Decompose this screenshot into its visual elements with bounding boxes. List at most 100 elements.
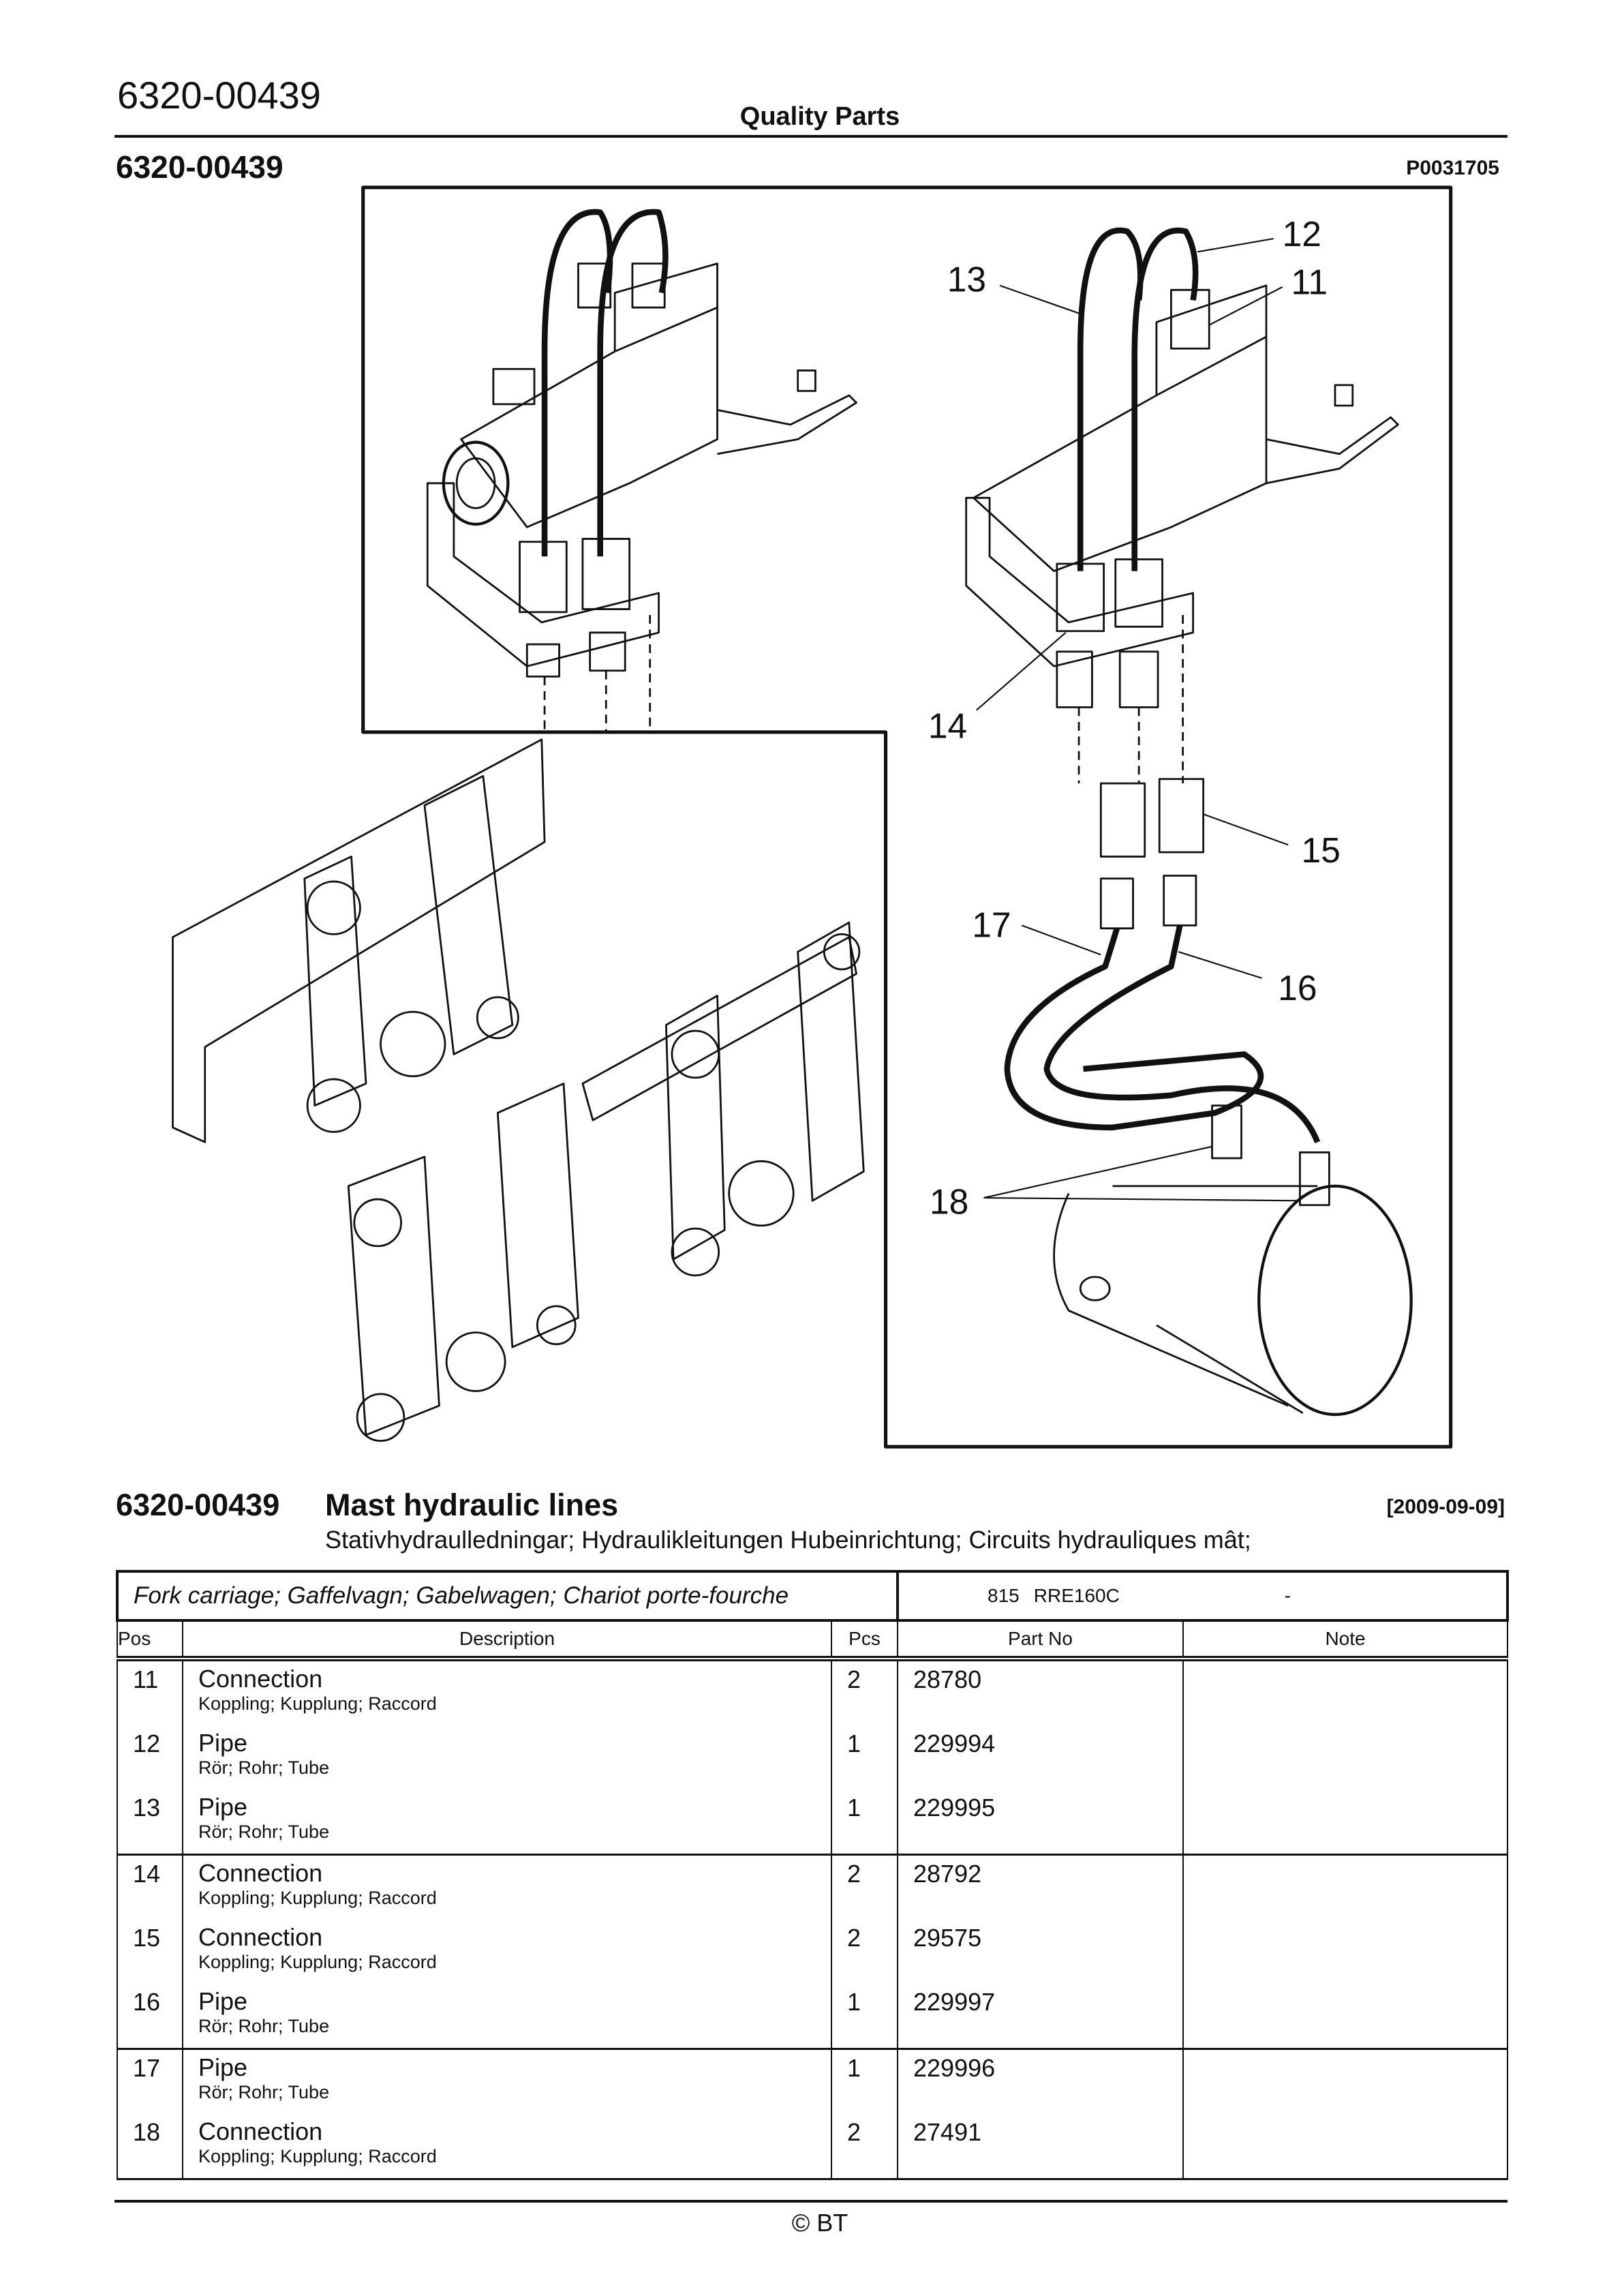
description-main: Pipe [198, 1987, 248, 2015]
model-cell: 815 RRE160C - [896, 1570, 1510, 1622]
cell-pcs: 2 [830, 1920, 899, 1984]
callout-14: 14 [928, 706, 967, 746]
valve-assembly-inset [426, 209, 857, 732]
cell-pcs: 1 [830, 1984, 899, 2050]
cell-pcs: 1 [830, 2049, 899, 2114]
callout-12: 12 [1283, 214, 1321, 254]
description-main: Pipe [198, 2053, 248, 2081]
fork-carriage-views [172, 738, 865, 1442]
model-name: RRE160C [1033, 1585, 1120, 1606]
cell-pos: 16 [117, 1984, 183, 2050]
callout-18: 18 [930, 1182, 968, 1222]
assembly-date: [2009-09-09] [1386, 1496, 1505, 1518]
cell-note [1182, 1725, 1509, 1789]
description-translations: Koppling; Kupplung; Raccord [198, 2146, 437, 2166]
cell-part-no: 229996 [897, 2049, 1184, 2114]
description-main: Connection [198, 2117, 323, 2145]
cell-note [1182, 1920, 1509, 1984]
cell-pos: 18 [117, 2114, 183, 2180]
cell-note [1182, 1854, 1509, 1920]
group-label: Fork carriage; Gaffelvagn; Gabelwagen; C… [115, 1570, 900, 1622]
description-translations: Koppling; Kupplung; Raccord [198, 1888, 437, 1908]
description-translations: Rör; Rohr; Tube [198, 2082, 330, 2102]
cell-pos: 15 [117, 1920, 183, 1984]
cell-pos: 13 [117, 1789, 183, 1856]
header-title: Quality Parts [739, 102, 900, 131]
callout-13: 13 [947, 259, 986, 299]
description-main: Pipe [198, 1793, 248, 1821]
cell-note [1182, 2114, 1509, 2180]
description-main: Connection [198, 1859, 323, 1887]
drawing-frame [361, 185, 1453, 1449]
cell-part-no: 28780 [897, 1659, 1184, 1725]
description-main: Connection [198, 1923, 323, 1951]
picture-id: P0031705 [1406, 157, 1499, 179]
cell-part-no: 29575 [897, 1920, 1184, 1984]
cell-part-no: 229997 [897, 1984, 1184, 2050]
description-translations: Koppling; Kupplung; Raccord [198, 1952, 437, 1972]
cell-part-no: 229995 [897, 1789, 1184, 1856]
description-translations: Rör; Rohr; Tube [198, 1757, 330, 1778]
footer-rule [114, 2200, 1508, 2203]
description-translations: Rör; Rohr; Tube [198, 2016, 330, 2036]
cell-pos: 12 [117, 1725, 183, 1789]
model-extra: - [1284, 1585, 1291, 1606]
valve-assembly-main [965, 227, 1413, 1417]
callout-16: 16 [1278, 968, 1317, 1008]
cell-pcs: 2 [830, 1854, 899, 1920]
callout-15: 15 [1302, 830, 1341, 870]
parts-table: Fork carriage; Gaffelvagn; Gabelwagen; C… [115, 1570, 1510, 2180]
assembly-title: Mast hydraulic lines [325, 1487, 619, 1522]
header-rule [114, 135, 1508, 138]
cell-pos: 11 [117, 1659, 183, 1725]
cell-pos: 14 [117, 1854, 183, 1920]
cell-part-no: 229994 [897, 1725, 1184, 1789]
document-number: 6320-00439 [117, 74, 321, 117]
copyright: © BT [791, 2209, 848, 2237]
cell-pcs: 2 [830, 1659, 899, 1725]
assembly-number: 6320-00439 [116, 1487, 280, 1522]
description-main: Connection [198, 1665, 323, 1693]
group-row: Fork carriage; Gaffelvagn; Gabelwagen; C… [115, 1570, 1510, 1622]
cell-pos: 17 [117, 2049, 183, 2114]
col-part-no: Part No [897, 1620, 1184, 1661]
description-translations: Rör; Rohr; Tube [198, 1822, 330, 1842]
cell-note [1182, 2049, 1509, 2114]
cell-note [1182, 1659, 1509, 1725]
assembly-subtitle: Stativhydraulledningar; Hydraulikleitung… [325, 1526, 1251, 1554]
cell-pcs: 1 [830, 1725, 899, 1789]
cell-part-no: 28792 [897, 1854, 1184, 1920]
column-header-row: Pos Description Pcs Part No Note [117, 1620, 1509, 1661]
cell-pcs: 2 [830, 2114, 899, 2180]
callout-11: 11 [1291, 262, 1328, 302]
description-main: Pipe [198, 1729, 248, 1757]
col-pos: Pos [117, 1620, 183, 1661]
cell-note [1182, 1789, 1509, 1856]
col-note: Note [1182, 1620, 1509, 1661]
description-translations: Koppling; Kupplung; Raccord [198, 1693, 437, 1714]
col-description: Description [182, 1620, 832, 1661]
model-code: 815 [988, 1585, 1020, 1606]
section-number: 6320-00439 [116, 149, 284, 185]
cell-pcs: 1 [830, 1789, 899, 1856]
callout-leaders [976, 238, 1300, 1202]
callout-17: 17 [972, 905, 1011, 945]
